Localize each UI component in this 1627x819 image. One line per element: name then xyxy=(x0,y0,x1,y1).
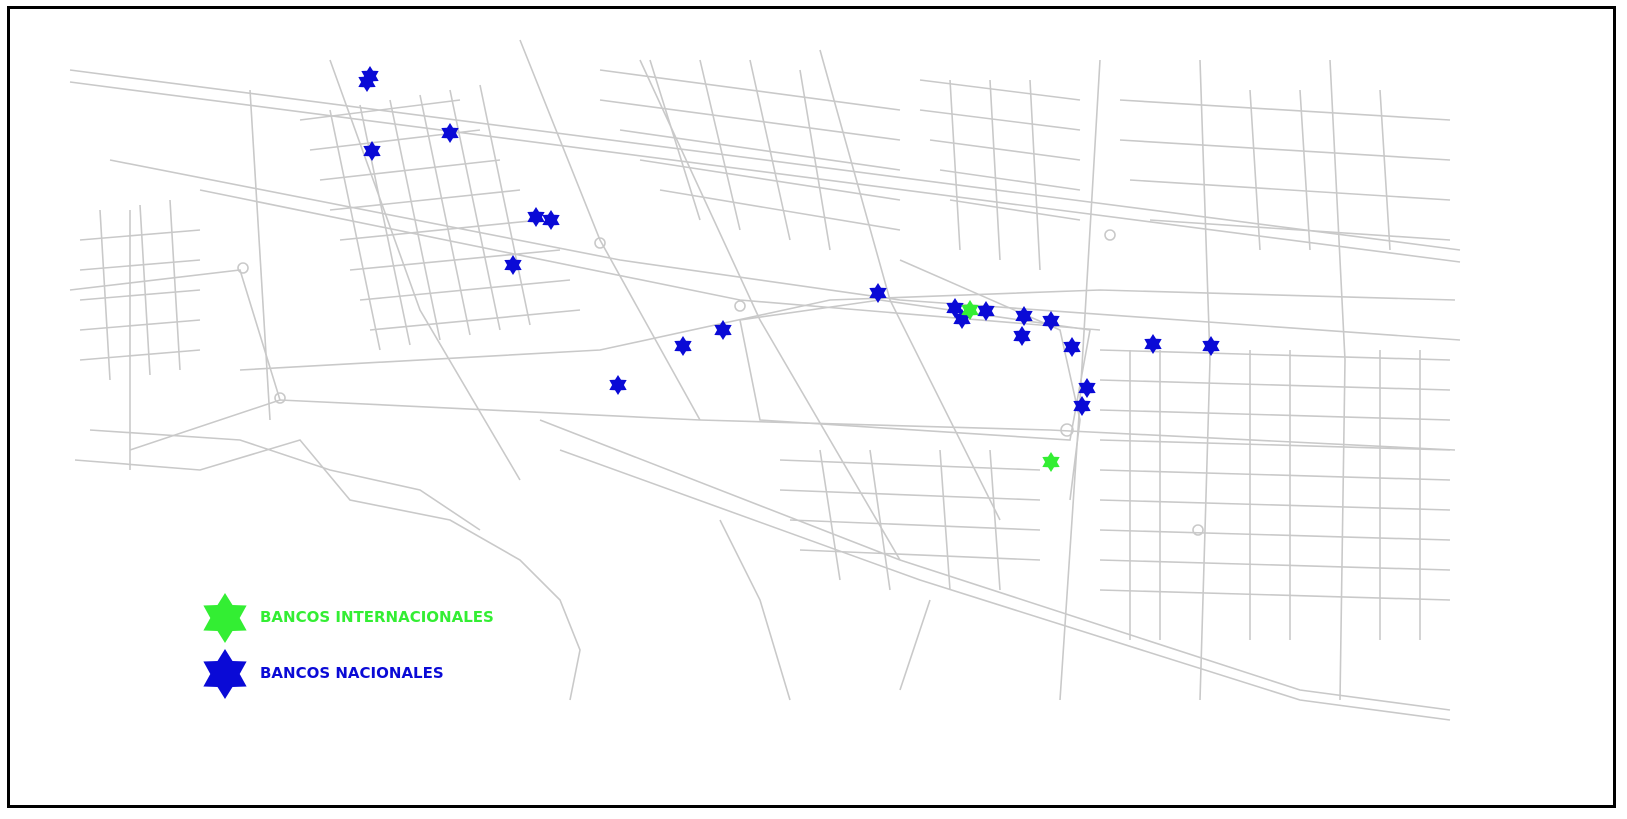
national-bank-marker[interactable] xyxy=(714,320,732,340)
legend-item-international: BANCOS INTERNACIONALES xyxy=(195,592,615,644)
legend-label-international: BANCOS INTERNACIONALES xyxy=(260,608,494,626)
six-point-star-icon xyxy=(203,593,247,643)
national-bank-marker[interactable] xyxy=(674,336,692,356)
national-bank-marker[interactable] xyxy=(1013,326,1031,346)
six-point-star-icon xyxy=(203,649,247,699)
national-bank-marker[interactable] xyxy=(609,375,627,395)
legend-label-national: BANCOS NACIONALES xyxy=(260,664,444,682)
international-bank-marker[interactable] xyxy=(1042,452,1060,472)
national-bank-marker[interactable] xyxy=(977,301,995,321)
street-network xyxy=(69,39,1461,721)
national-bank-marker[interactable] xyxy=(527,207,545,227)
map-legend: BANCOS INTERNACIONALES BANCOS NACIONALES xyxy=(195,592,615,704)
national-bank-marker[interactable] xyxy=(542,210,560,230)
legend-item-national: BANCOS NACIONALES xyxy=(195,648,615,700)
